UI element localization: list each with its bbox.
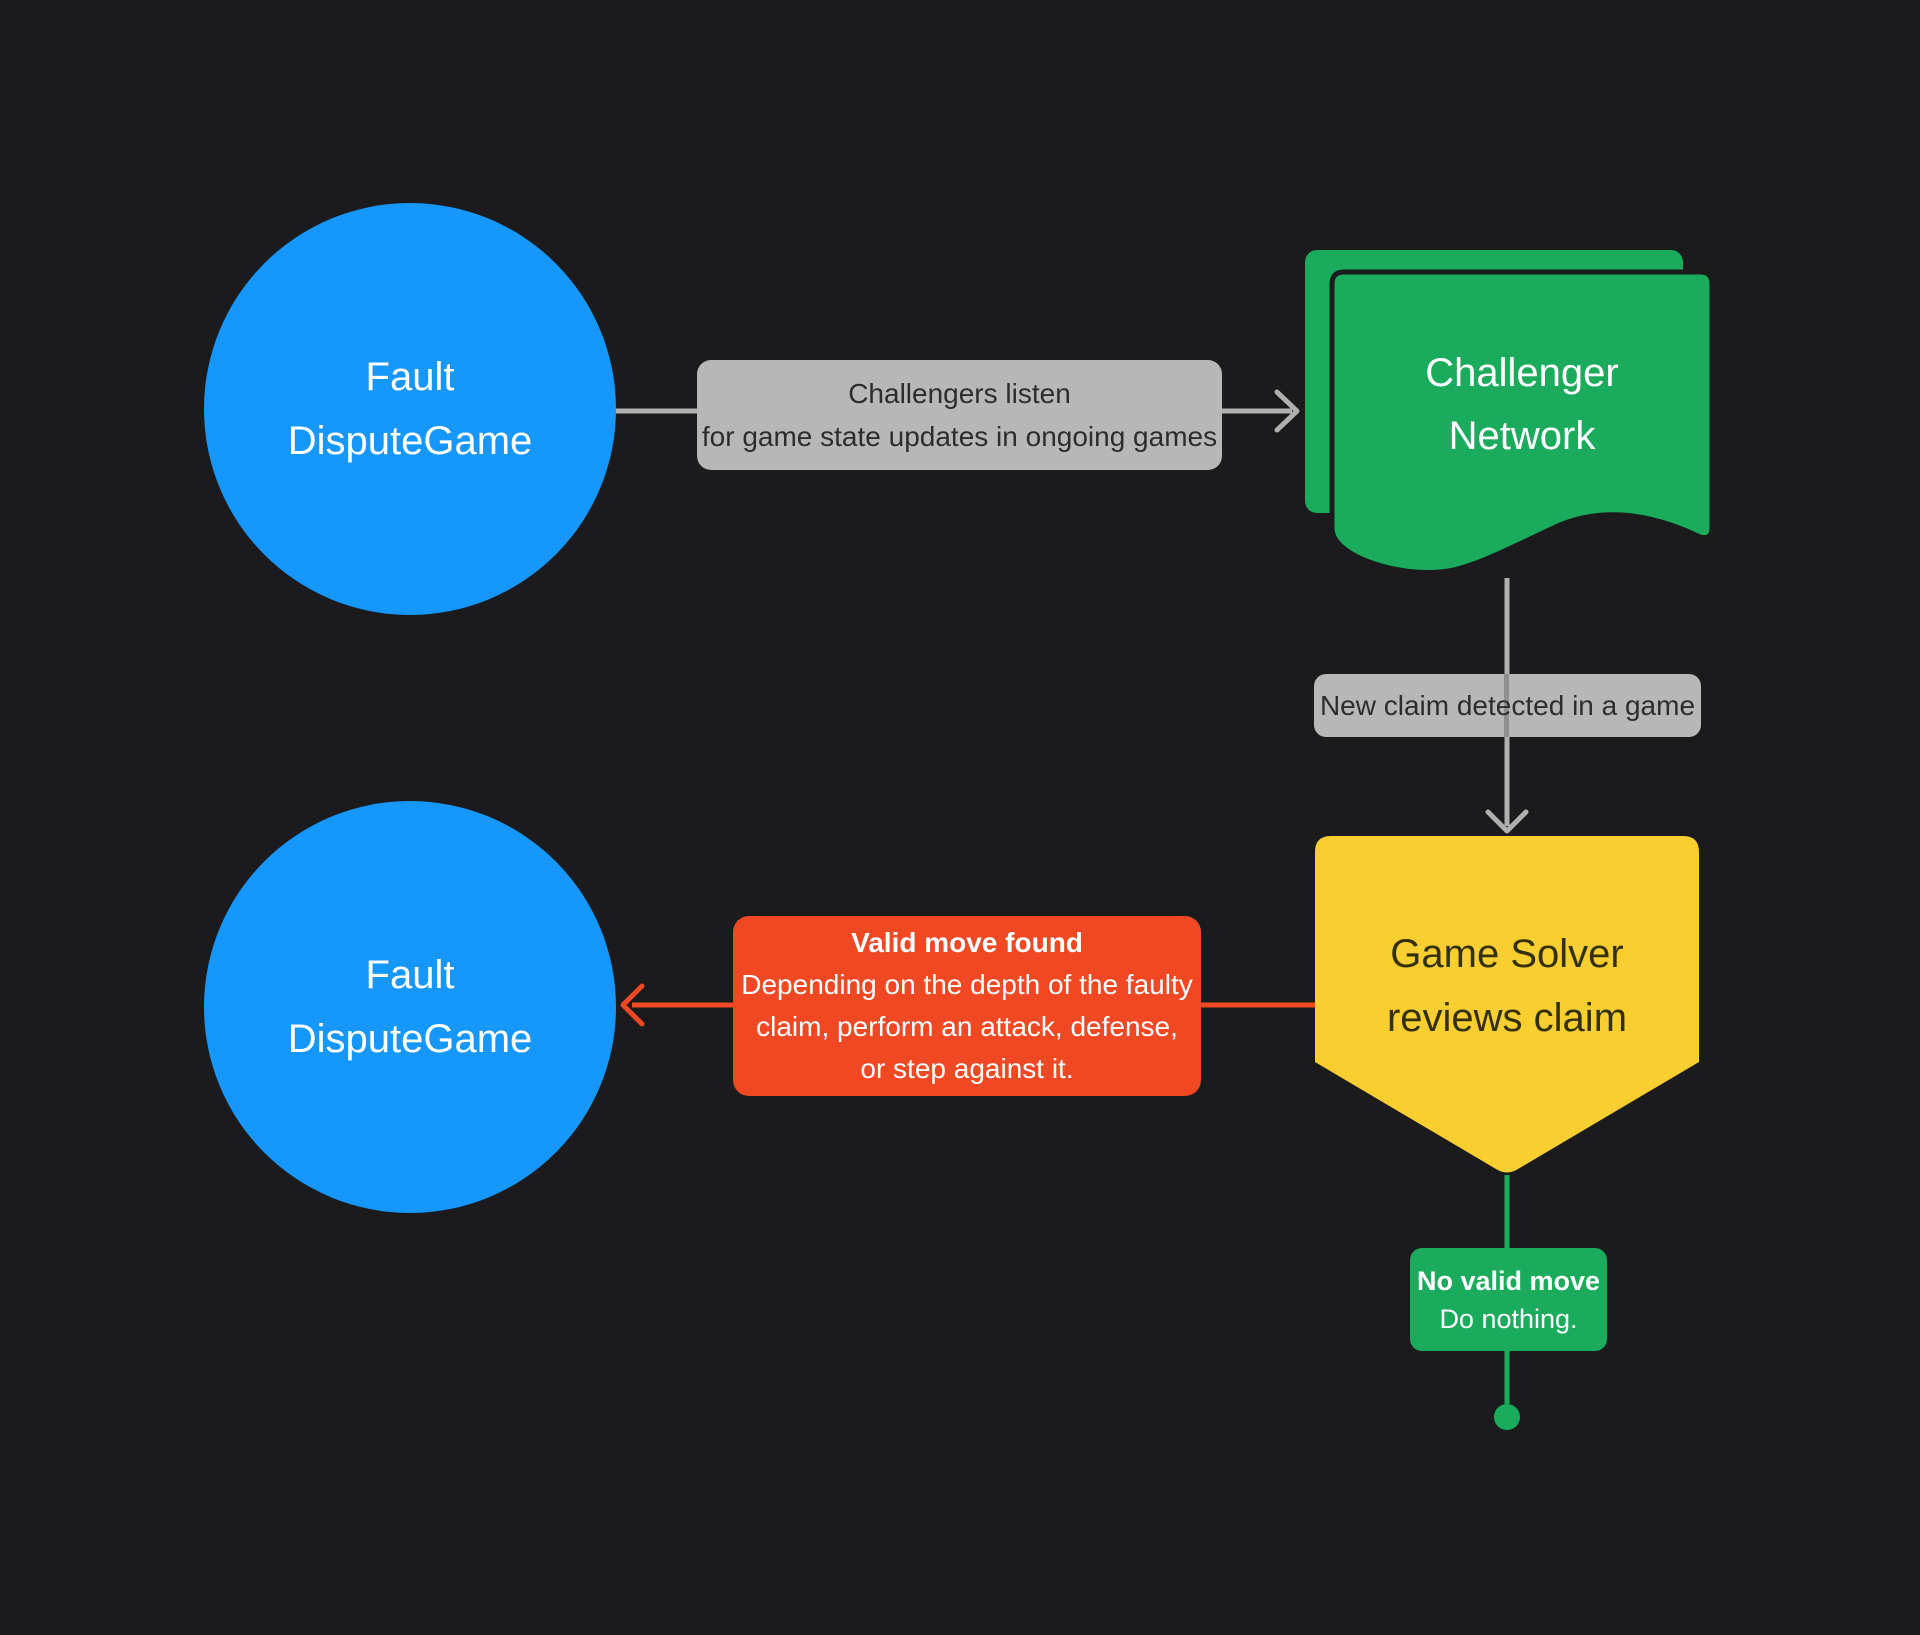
node-label-line: DisputeGame bbox=[287, 1017, 533, 1061]
valid-move-edge-label: Valid move found Depending on the depth … bbox=[733, 916, 1201, 1096]
node-label-line: Network bbox=[1448, 414, 1596, 458]
game-solver-node: Game Solver reviews claim bbox=[1315, 850, 1699, 1122]
arrow-down-icon bbox=[1485, 809, 1529, 834]
challenger-network-front-card bbox=[1329, 269, 1715, 575]
game-solver-shape bbox=[1315, 836, 1699, 1173]
fault-dispute-game-bottom-node: Fault DisputeGame bbox=[204, 801, 616, 1213]
fault-dispute-game-top-node: Fault DisputeGame bbox=[204, 203, 616, 615]
edge-label-title: No valid move bbox=[1416, 1265, 1601, 1296]
edge-label-line: or step against it. bbox=[860, 1053, 1074, 1084]
no-valid-move-edge-label: No valid move Do nothing. bbox=[1410, 1248, 1607, 1351]
arrow-left-icon bbox=[620, 983, 645, 1027]
node-label-line: Fault bbox=[365, 355, 455, 399]
arrow-right-icon bbox=[1274, 389, 1300, 433]
listen-edge-label: Challengers listen for game state update… bbox=[697, 360, 1222, 470]
node-label-line: DisputeGame bbox=[287, 419, 533, 463]
edge-label-line: New claim detected in a game bbox=[1319, 690, 1696, 721]
edge-label-line: Do nothing. bbox=[1439, 1303, 1578, 1334]
edge-label-line: for game state updates in ongoing games bbox=[701, 421, 1218, 452]
edge-label-title: Valid move found bbox=[851, 927, 1083, 958]
challenger-network-node: Challenger Network bbox=[1332, 272, 1712, 538]
node-label-line: reviews claim bbox=[1386, 996, 1628, 1040]
edge-label-line: Depending on the depth of the faulty bbox=[741, 969, 1193, 1000]
node-label-line: Game Solver bbox=[1390, 932, 1624, 976]
node-label-line: Challenger bbox=[1425, 351, 1619, 395]
new-claim-edge-label: New claim detected in a game bbox=[1314, 674, 1701, 737]
terminal-dot bbox=[1494, 1404, 1520, 1430]
crossing-connector-line bbox=[1504, 674, 1509, 737]
node-label-line: Fault bbox=[365, 953, 455, 997]
edge-label-line: claim, perform an attack, defense, bbox=[756, 1011, 1178, 1042]
edge-label-line: Challengers listen bbox=[848, 378, 1071, 409]
